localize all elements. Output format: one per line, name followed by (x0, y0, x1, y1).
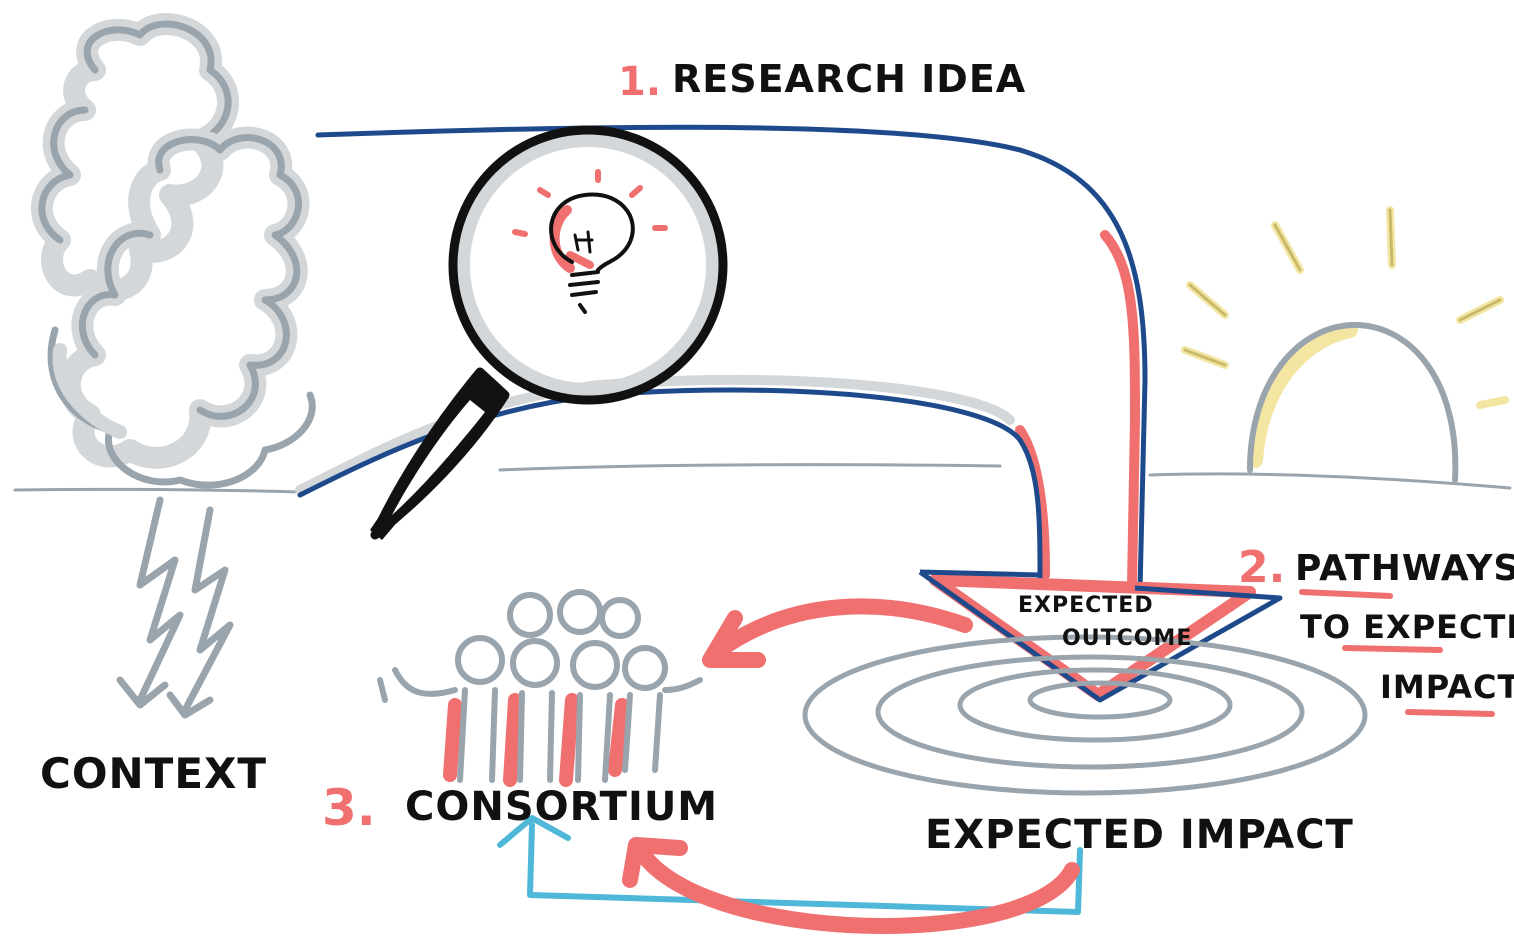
pathways-number: 2. (1238, 542, 1285, 593)
target-icon (802, 634, 1368, 796)
expected-impact-label: EXPECTED IMPACT (925, 812, 1354, 858)
consortium-number: 3. (322, 779, 376, 837)
pathways-line1: PATHWAYS (1295, 548, 1514, 589)
sun-icon (1181, 206, 1509, 483)
pathways-line2: TO EXPECTED (1300, 608, 1514, 646)
consortium-text: CONSORTIUM (405, 784, 718, 830)
consortium-label: 3. CONSORTIUM (322, 779, 718, 837)
expected-outcome-line1: EXPECTED (1018, 593, 1154, 618)
people-group-icon (377, 589, 703, 787)
research-idea-number: 1. (618, 59, 661, 105)
expected-outcome-label: EXPECTED OUTCOME (1018, 593, 1192, 651)
cloud-tree-icon (31, 13, 316, 489)
research-idea-text: RESEARCH IDEA (672, 57, 1026, 101)
pathways-label: 2. PATHWAYS TO EXPECTED IMPACT (1238, 542, 1514, 717)
context-label: CONTEXT (40, 749, 267, 798)
outcome-to-consortium-arrow (702, 598, 973, 668)
research-idea-label: 1. RESEARCH IDEA (618, 57, 1026, 105)
magnifier-icon (370, 125, 728, 540)
lightning-icon (116, 496, 234, 719)
impact-to-consortium-arrows (497, 815, 1083, 934)
lightbulb-icon (512, 169, 668, 314)
horizon (13, 463, 1512, 494)
pathways-line3: IMPACT (1380, 668, 1514, 706)
expected-outcome-line2: OUTCOME (1062, 626, 1192, 651)
